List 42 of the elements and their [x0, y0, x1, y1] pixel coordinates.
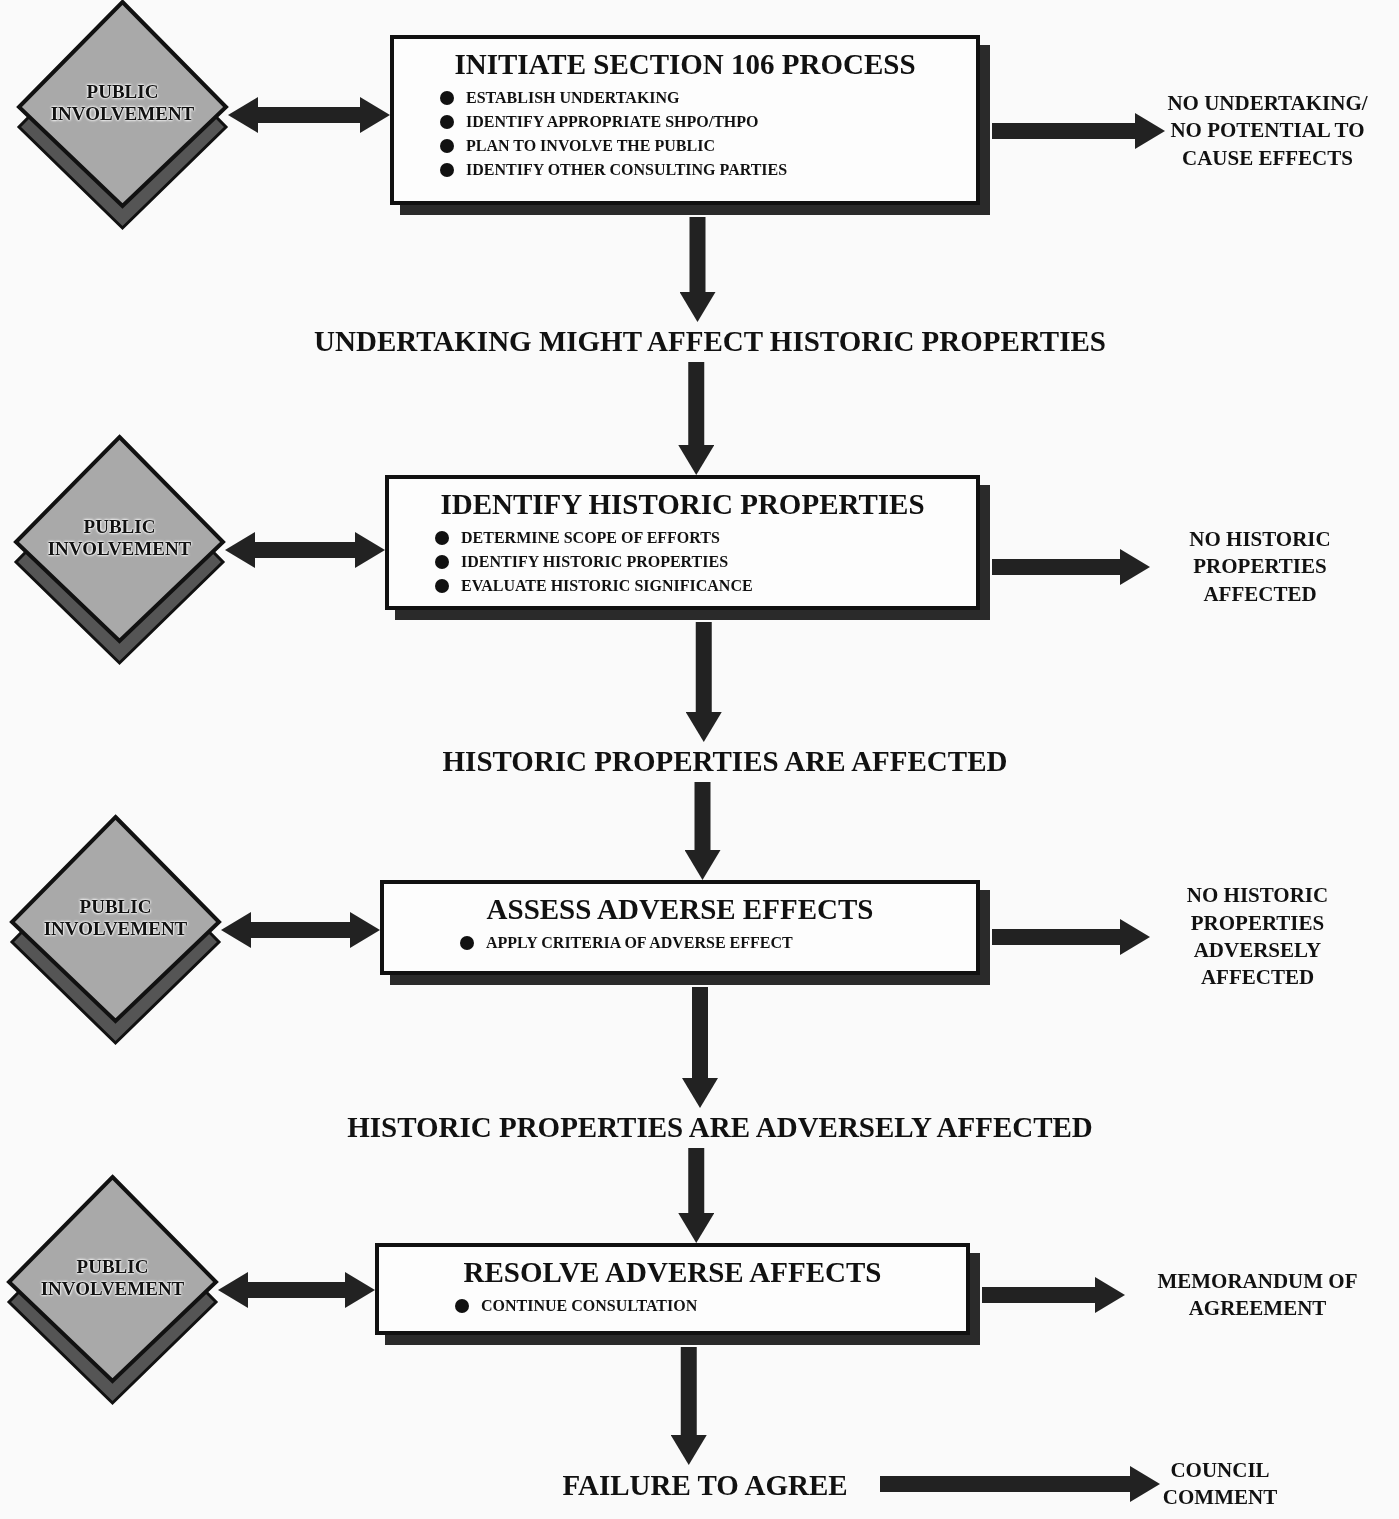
diamond-label: PUBLIC INVOLVEMENT [42, 896, 189, 940]
block-arrow [685, 622, 722, 742]
flow-label: FAILURE TO AGREE [530, 1465, 880, 1507]
box-heading: ASSESS ADVERSE EFFECTS [486, 892, 874, 927]
block-arrow [679, 217, 716, 322]
flow-label: UNDERTAKING MIGHT AFFECT HISTORIC PROPERTIES [245, 322, 1175, 362]
block-arrow [228, 97, 390, 133]
outcome-label: NO HISTORIC PROPERTIES AFFECTED [1150, 522, 1370, 612]
block-arrow [682, 987, 718, 1108]
bullet-text: ESTABLISH UNDERTAKING [466, 87, 680, 108]
box-heading: IDENTIFY HISTORIC PROPERTIES [440, 487, 925, 522]
block-arrow [678, 362, 715, 475]
block-arrow [670, 1347, 707, 1465]
block-arrow [678, 1148, 715, 1243]
bullet-text: PLAN TO INVOLVE THE PUBLIC [466, 135, 715, 156]
box-heading: INITIATE SECTION 106 PROCESS [454, 47, 916, 82]
bullet-text: IDENTIFY OTHER CONSULTING PARTIES [466, 159, 788, 180]
block-arrow [992, 549, 1150, 585]
block-arrow [992, 919, 1150, 955]
block-arrow [982, 1277, 1125, 1313]
diamond-label: PUBLIC INVOLVEMENT [39, 1256, 186, 1300]
box-heading: RESOLVE ADVERSE AFFECTS [463, 1255, 882, 1290]
flow-label: HISTORIC PROPERTIES ARE AFFECTED [390, 742, 1060, 782]
bullet-text: DETERMINE SCOPE OF EFFORTS [461, 527, 720, 548]
bullet-text: IDENTIFY HISTORIC PROPERTIES [461, 551, 729, 572]
block-arrow [880, 1466, 1160, 1502]
diamond-label: PUBLIC INVOLVEMENT [49, 81, 196, 125]
outcome-label: NO HISTORIC PROPERTIES ADVERSELY AFFECTED [1150, 876, 1365, 998]
block-arrow [684, 782, 721, 880]
block-arrow [221, 912, 380, 948]
flow-label: HISTORIC PROPERTIES ARE ADVERSELY AFFECTED [285, 1108, 1155, 1148]
block-arrow [992, 113, 1165, 149]
diamond-label: PUBLIC INVOLVEMENT [46, 516, 193, 560]
bullet-text: IDENTIFY APPROPRIATE SHPO/THPO [466, 111, 759, 132]
bullet-text: APPLY CRITERIA OF ADVERSE EFFECT [486, 932, 793, 953]
outcome-label: NO UNDERTAKING/ NO POTENTIAL TO CAUSE EFFECTS [1165, 88, 1370, 174]
bullet-text: CONTINUE CONSULTATION [481, 1295, 698, 1316]
bullet-text: EVALUATE HISTORIC SIGNIFICANCE [461, 575, 753, 596]
outcome-label: COUNCIL COMMENT [1160, 1455, 1280, 1513]
block-arrow [225, 532, 385, 568]
block-arrow [218, 1272, 375, 1308]
outcome-label: MEMORANDUM OF AGREEMENT [1125, 1262, 1390, 1328]
